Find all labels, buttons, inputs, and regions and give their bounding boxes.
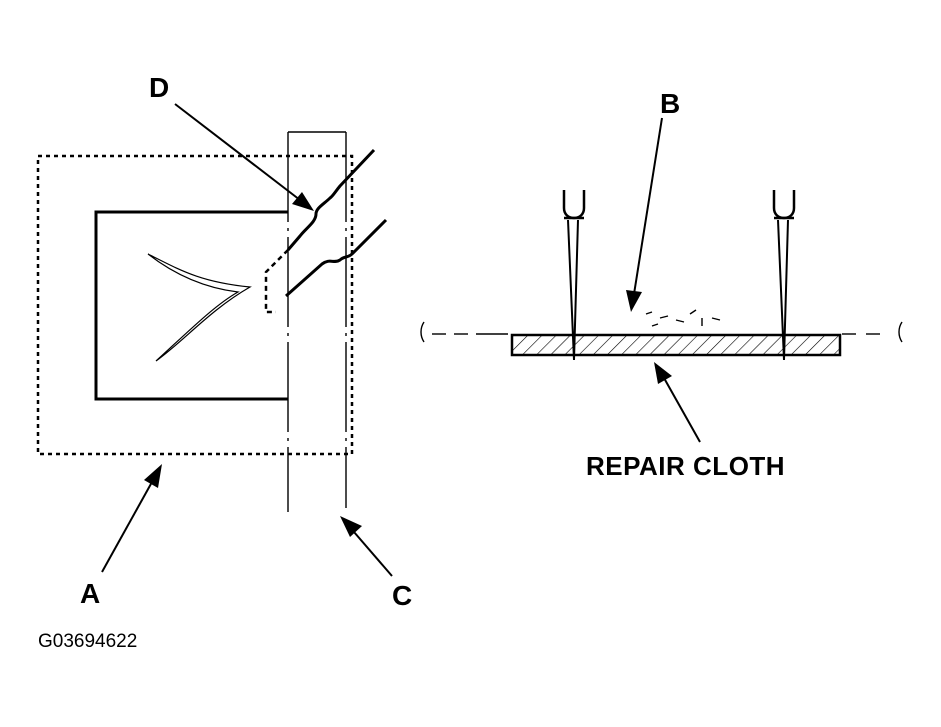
needle-left [562,190,586,361]
leader-d [174,103,301,201]
base-line-right [898,321,903,343]
base-line-left [420,321,425,343]
figure-code: G03694622 [38,631,138,652]
needle-right [772,190,796,361]
cutter-blade-lower [285,218,388,298]
leader-b [633,117,663,295]
arrowhead-repair-cloth [654,362,672,384]
leader-c [353,531,393,577]
cutter-hidden-tip [264,249,289,314]
arrowhead-d [292,192,314,211]
label-repair-cloth: REPAIR CLOTH [586,451,786,481]
arrowhead-c [340,516,362,537]
leader-repair-cloth [663,377,701,443]
arrowhead-b [626,290,642,312]
fibers [645,309,721,327]
label-a: A [80,578,101,609]
arrowhead-a [144,464,162,488]
cutter-blade-upper [286,148,376,251]
label-d: D [149,72,170,103]
label-c: C [392,580,413,611]
repair-cloth [510,333,842,357]
tear-mark [147,253,252,362]
dotted-frame-a [36,154,354,456]
label-b: B [660,88,681,119]
leader-a [101,481,153,573]
inner-patch [94,210,288,401]
